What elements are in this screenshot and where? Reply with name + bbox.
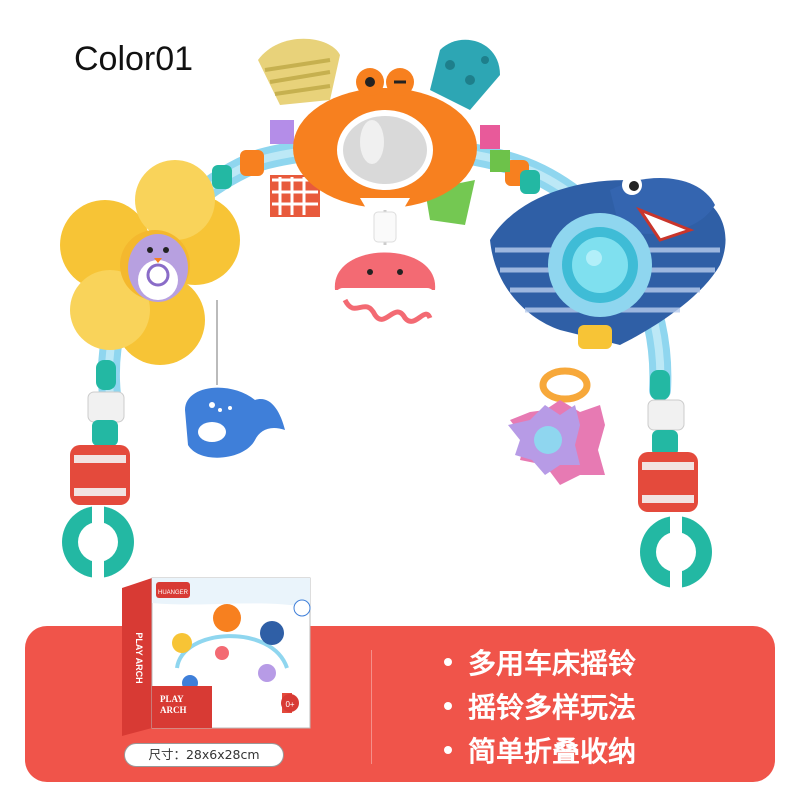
feature-item: 多用车床摇铃 — [440, 640, 760, 684]
crab-mirror-toy — [258, 38, 510, 225]
jellyfish-toy — [334, 210, 436, 324]
feature-text: 摇铃多样玩法 — [468, 691, 637, 724]
shark-light-toy — [490, 175, 726, 345]
flower-toy — [60, 160, 240, 365]
feature-item: 摇铃多样玩法 — [440, 684, 760, 728]
feature-text: 多用车床摇铃 — [468, 647, 637, 680]
feature-list: 多用车床摇铃 摇铃多样玩法 简单折叠收纳 — [440, 640, 760, 772]
bullet-icon — [444, 702, 452, 710]
right-clamp — [638, 370, 712, 589]
star-teether — [508, 325, 612, 485]
box-title-line2: ARCH — [160, 705, 187, 715]
variant-label: Color01 — [74, 40, 194, 78]
box-age-badge: 0+ — [285, 700, 294, 709]
product-box-image: PLAY ARCH HUANGER PLAY ARCH 0+ — [122, 577, 311, 736]
box-brand: HUANGER — [158, 590, 189, 596]
bullet-icon — [444, 746, 452, 754]
bullet-icon — [444, 658, 452, 666]
banner-divider — [371, 650, 372, 764]
size-label: 尺寸：28x6x28cm — [124, 743, 284, 767]
feature-text: 简单折叠收纳 — [468, 735, 637, 768]
feature-item: 简单折叠收纳 — [440, 728, 760, 772]
box-title-line1: PLAY — [160, 694, 184, 704]
box-side-text: PLAY ARCH — [134, 632, 144, 683]
left-clamp — [62, 360, 134, 579]
whale-rattle — [185, 387, 285, 458]
play-arch-product-image — [60, 38, 726, 589]
